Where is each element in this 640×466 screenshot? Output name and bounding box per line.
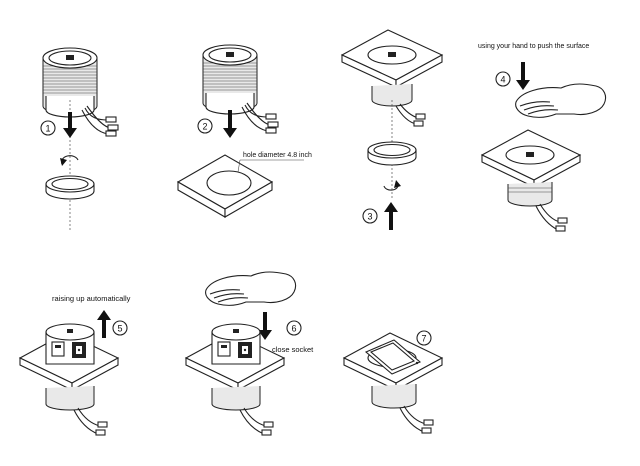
step-number: 5 (117, 324, 122, 334)
step-1: 1 (40, 47, 119, 230)
push-surface-label: using your hand to push the surface (478, 43, 589, 50)
step-number: 2 (202, 122, 207, 132)
step-number: 4 (500, 75, 505, 85)
popup-socket (45, 323, 95, 365)
close-socket-label: close socket (272, 345, 314, 354)
step-3: 3 (340, 29, 444, 230)
hand-icon (515, 83, 607, 118)
arrow-up-icon (97, 310, 111, 338)
step-6: 6 close socket (184, 271, 314, 436)
step-5: raising up automatically 5 (18, 294, 131, 436)
smartphone-icon (364, 339, 422, 375)
arrow-down-icon (258, 312, 272, 340)
step-number: 1 (45, 124, 50, 134)
hand-icon (205, 271, 297, 306)
step-2: 2 hole diameter 4.8 inch (176, 44, 312, 218)
cutout-hole (206, 170, 252, 196)
arrow-down-icon (223, 110, 237, 138)
retaining-ring (45, 175, 95, 200)
arrow-down-icon (516, 62, 530, 90)
step-number: 3 (367, 212, 372, 222)
step-number: 7 (421, 334, 426, 344)
raising-up-label: raising up automatically (52, 294, 131, 303)
socket-unit (42, 47, 119, 137)
socket-unit (202, 44, 279, 134)
arrow-down-icon (63, 112, 77, 138)
arrow-up-icon (384, 202, 398, 230)
popup-socket (211, 323, 261, 365)
step-7: 7 (342, 330, 444, 434)
step-4: using your hand to push the surface 4 (478, 43, 607, 232)
step-number: 6 (291, 324, 296, 334)
hole-diameter-label: hole diameter 4.8 inch (243, 152, 312, 159)
retaining-ring (367, 141, 417, 166)
